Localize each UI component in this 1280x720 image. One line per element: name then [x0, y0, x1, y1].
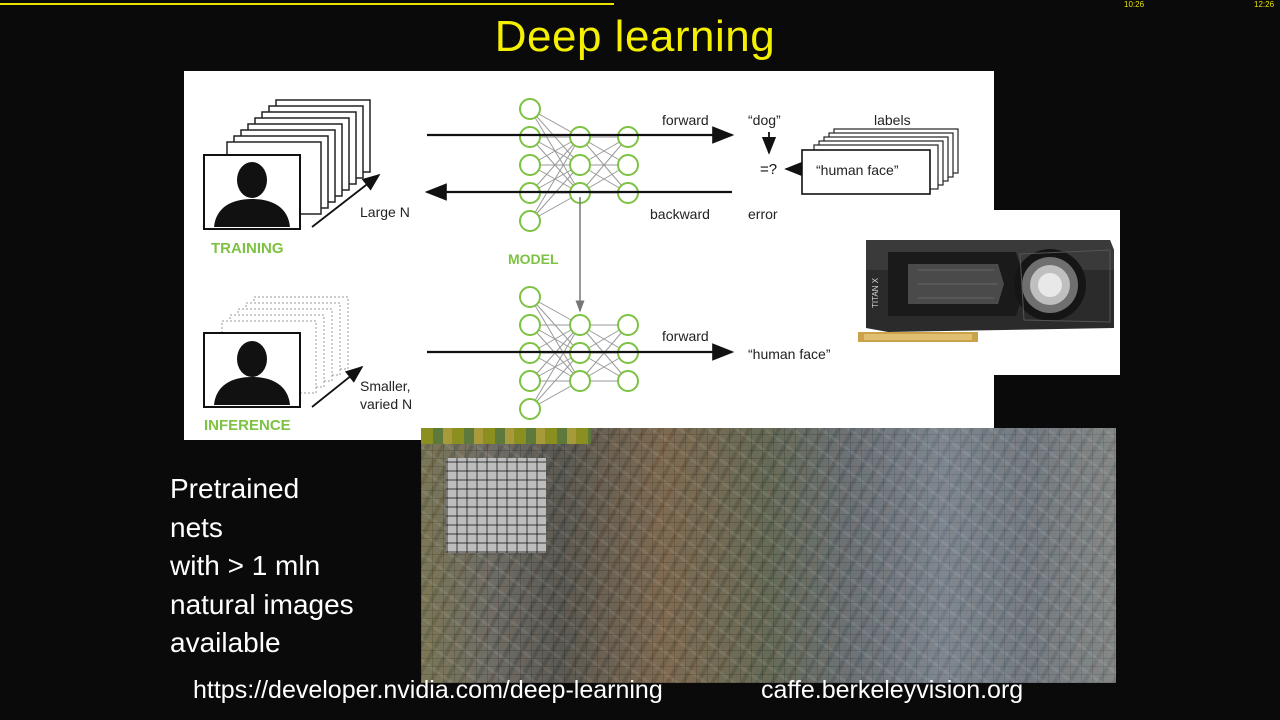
smaller-n-label-2: varied N [360, 396, 412, 412]
inference-label: INFERENCE [204, 417, 291, 434]
mosaic-grey-patch [446, 458, 546, 553]
compare-symbol: =? [760, 161, 777, 178]
model-label: MODEL [508, 251, 559, 267]
caffe-url[interactable]: caffe.berkeleyvision.org [761, 676, 1024, 704]
network-node [519, 370, 541, 392]
network-node [569, 154, 591, 176]
training-label: TRAINING [211, 240, 284, 257]
forward-label: forward [662, 112, 709, 128]
training-image-stack [203, 99, 371, 230]
person-silhouette-icon [214, 341, 290, 405]
note-line: with > 1 mln [170, 550, 321, 581]
gpu-photo: TITAN X [848, 210, 1120, 375]
network-node [519, 98, 541, 120]
time-total: 12:26 [1254, 0, 1275, 9]
playback-progress-fill [0, 3, 615, 5]
backward-label: backward [650, 206, 710, 222]
network-node [519, 154, 541, 176]
natural-images-mosaic [421, 428, 1116, 683]
labels-card-stack [801, 128, 959, 195]
note-line: available [170, 627, 281, 658]
network-node [617, 126, 639, 148]
inference-forward-label: forward [662, 328, 709, 344]
network-connection [579, 136, 629, 194]
network-node [519, 210, 541, 232]
network-node [519, 126, 541, 148]
inference-neural-network [519, 286, 639, 420]
network-node [617, 314, 639, 336]
network-node [569, 126, 591, 148]
network-node [519, 286, 541, 308]
large-n-label: Large N [360, 204, 410, 220]
network-connection [529, 136, 581, 194]
playback-progress-bar[interactable] [0, 3, 1280, 5]
person-silhouette-icon [214, 162, 290, 227]
network-node [519, 314, 541, 336]
network-node [519, 398, 541, 420]
note-line: nets [170, 511, 223, 543]
network-node [617, 154, 639, 176]
labels-heading: labels [874, 112, 911, 128]
mosaic-strip [421, 428, 591, 444]
smaller-n-label-1: Smaller, [360, 378, 411, 394]
network-node [617, 370, 639, 392]
gpu-brand-text: TITAN X [871, 277, 880, 308]
pretrained-nets-text: Pretrained nets with > 1 mln natural ima… [170, 470, 410, 663]
note-line: natural images [170, 588, 354, 620]
note-line: Pretrained [170, 473, 300, 504]
smaller-n-arrow [311, 365, 364, 408]
dog-prediction: “dog” [748, 112, 781, 128]
network-connection [529, 324, 581, 410]
error-label: error [748, 206, 778, 222]
training-neural-network [519, 98, 639, 232]
large-n-arrow [311, 173, 381, 228]
network-node [569, 314, 591, 336]
network-node [569, 370, 591, 392]
time-elapsed: 10:26 [1124, 0, 1145, 9]
nvidia-url[interactable]: https://developer.nvidia.com/deep-learni… [193, 676, 663, 704]
network-connection [529, 352, 581, 410]
diagram-graphic: Large N TRAINING Smaller, varied N INFER… [203, 98, 959, 434]
inference-image-stack [203, 296, 349, 408]
human-face-output: “human face” [748, 346, 831, 362]
network-connection [529, 136, 581, 222]
human-face-label: “human face” [816, 162, 899, 178]
slide-title: Deep learning [494, 12, 776, 61]
titan-x-gpu-image: TITAN X [858, 240, 1114, 342]
